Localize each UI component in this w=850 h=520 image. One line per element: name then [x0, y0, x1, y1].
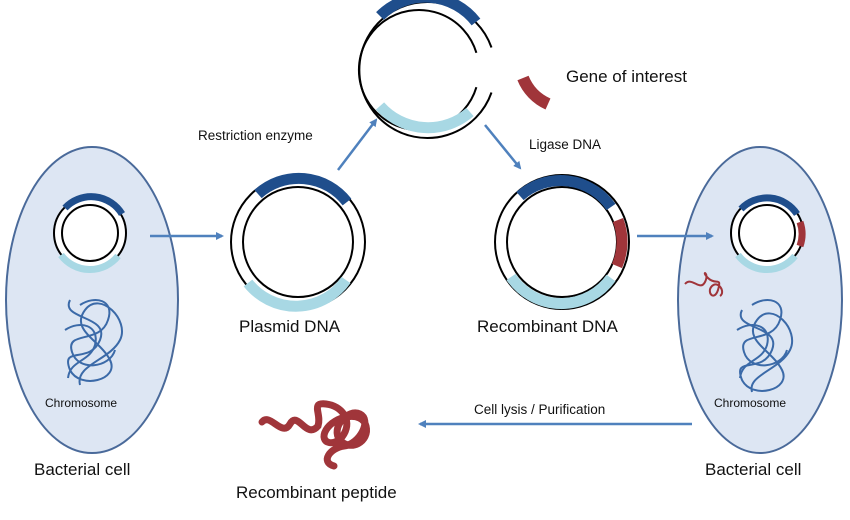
label-chromosome-left: Chromosome: [45, 396, 118, 410]
right-cell-peptide: [684, 272, 724, 297]
cut-plasmid: [358, 0, 493, 139]
right-chromosome: [736, 299, 793, 393]
left-chromosome: [64, 299, 123, 386]
left-cell-plasmid: [53, 193, 127, 274]
label-bacterial-cell-left: Bacterial cell: [34, 460, 131, 479]
label-gene-of-interest: Gene of interest: [566, 67, 687, 86]
label-restriction-enzyme: Restriction enzyme: [198, 128, 313, 143]
label-bacterial-cell-right: Bacterial cell: [705, 460, 802, 479]
label-recombinant-dna: Recombinant DNA: [477, 317, 618, 336]
recombinant-peptide-shape: [258, 400, 370, 470]
gene-of-interest-fragment: [517, 75, 551, 110]
right-cell-plasmid: [730, 194, 806, 274]
label-plasmid-dna: Plasmid DNA: [239, 317, 341, 336]
label-recombinant-peptide: Recombinant peptide: [236, 483, 397, 502]
plasmid-dna: [230, 172, 366, 312]
label-chromosome-right: Chromosome: [714, 396, 787, 410]
arrow-plasmid-to-cut: [337, 118, 378, 171]
label-ligase-dna: Ligase DNA: [529, 137, 602, 152]
label-cell-lysis: Cell lysis / Purification: [474, 402, 606, 417]
recombinant-dna: [494, 174, 630, 310]
arrow-cut-to-recombinant: [484, 124, 522, 170]
